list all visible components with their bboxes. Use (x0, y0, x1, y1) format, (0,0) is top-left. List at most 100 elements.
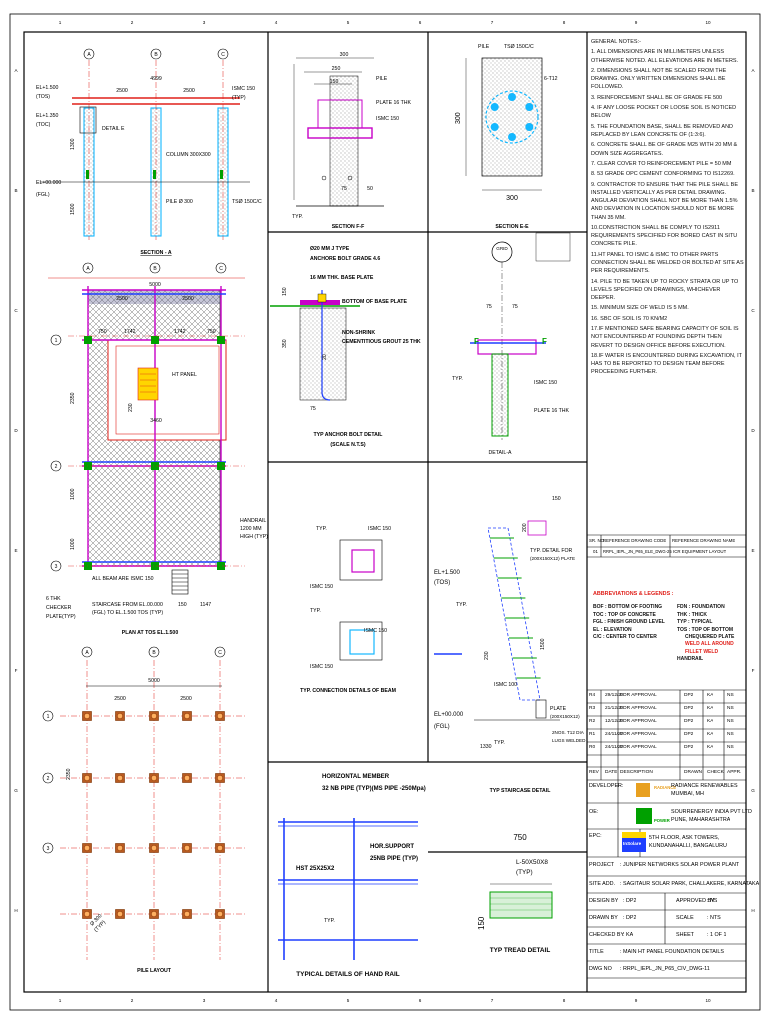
annotation-text: 25NB PIPE (TYP) (370, 856, 418, 862)
annotation-text: 75 (310, 406, 316, 412)
annotation-text: 150 (330, 79, 339, 85)
legend-item: FILLET WELD (685, 648, 719, 655)
annotation-text: PILE (376, 76, 388, 82)
annotation-text: ISMC 150 (534, 380, 557, 386)
note-item: 18.IF WATER IS ENCOUNTERED DURING EXCAVA… (591, 352, 742, 376)
abbreviations-title: ABBREVIATIONS & LEGENDS : (593, 591, 674, 597)
title-block: SR. NO. REFERENCE DRAWING CODE REFERENCE… (587, 535, 759, 992)
title-block-logos (622, 783, 652, 852)
epc-address-1: 5TH FLOOR, ASK TOWERS, (649, 835, 720, 841)
annotation-text: TYP. (456, 602, 467, 608)
ht-panel-lines (140, 373, 156, 393)
border-row-mark: A (14, 68, 18, 73)
annotation-text: PLATE (550, 706, 567, 712)
annotation-text: 350 (282, 339, 288, 348)
developer-logo: RADIANCE (654, 785, 677, 790)
legend-item: HANDRAIL (677, 656, 704, 663)
annotation-text: PLATE 16 THK (376, 100, 412, 106)
annotation-text: 150 (552, 496, 561, 502)
annotation-text: 75 (512, 304, 518, 310)
abbreviation-item: THK : THICK (677, 611, 707, 618)
border-col-mark: 2 (131, 998, 134, 1003)
annotation-text: HOR.SUPPORT (370, 844, 414, 850)
pile-circle (84, 845, 90, 851)
section-e-e (465, 57, 543, 191)
annotation-text: ISMC 150 (364, 628, 387, 634)
note-item: 16. SBC OF SOIL IS 70 KN/M2 (591, 315, 668, 322)
annotation-text: 1200 MM (240, 526, 262, 532)
note-item: 14. PILE TO BE TAKEN UP TO ROCKY STRATA … (591, 278, 739, 301)
revision-cell: NS (727, 719, 734, 724)
annotation-text: CHECKER (46, 605, 72, 611)
annotation-text: 750 (513, 833, 527, 842)
border-col-mark: 8 (563, 20, 566, 25)
revision-cell: 12/12/22 (605, 719, 624, 724)
grid-bubble-label: B (154, 52, 158, 58)
annotation-text: (TYP) (516, 869, 533, 876)
ht-panel-box (137, 367, 159, 401)
annotation-text: 2500 (183, 88, 195, 94)
section-e-title: SECTION E-E (495, 224, 529, 230)
border-col-mark: 9 (635, 998, 638, 1003)
pile-circle (84, 713, 90, 719)
border-row-mark: D (14, 428, 18, 433)
ref-header-sr: SR. NO. (589, 538, 606, 543)
developer-label: DEVELOPER: (589, 783, 624, 789)
annotation-text: PLATE 16 THK (534, 408, 570, 414)
annotation-text: 2500 (114, 696, 126, 702)
annotation-text: ANCHORE BOLT GRADE 4.6 (310, 256, 380, 262)
annotation-text: (200X150X12) (550, 714, 580, 719)
note-item: 11.HT PANEL TO ISMC & ISMC TO OTHER PART… (591, 251, 744, 275)
grid-bubble (42, 710, 54, 722)
annotation-text: 5000 (149, 282, 161, 288)
oe-city: PUNE, MAHARASHTRA (671, 817, 731, 823)
revision-header: DESCRIPTION (620, 770, 653, 775)
annotation-text: (FGL) TO EL.1.500 TOS (TYP) (92, 610, 163, 616)
border-col-mark: 10 (705, 20, 711, 25)
grid-bubble (82, 262, 94, 274)
revision-cell: R0 (589, 745, 596, 750)
plan-staircase (171, 569, 189, 595)
section-a-title: SECTION - A (140, 250, 171, 256)
detail-e-box (79, 106, 97, 134)
revision-cell: FOR APPROVAL (620, 732, 657, 737)
grid-bubble-label: C (219, 266, 223, 272)
pile-circle (117, 845, 123, 851)
border-col-mark: 6 (419, 20, 422, 25)
annotation-text: 1147 (200, 602, 211, 608)
annotation-text: 230 (128, 403, 134, 412)
connection-title: TYP. CONNECTION DETAILS OF BEAM (300, 688, 396, 694)
annotation-text: 16 MM THK. BASE PLATE (310, 275, 374, 281)
annotation-text: 2350 (66, 768, 72, 780)
design-by-label: DESIGN BY (589, 898, 619, 904)
revision-cell: NS (727, 732, 734, 737)
annotation-text: 230 (484, 651, 490, 660)
annotation-text: TYP. (292, 214, 303, 220)
annotation-text: 200 (522, 523, 528, 532)
rebar-circle (508, 133, 516, 141)
epc-logo: InSolare (623, 841, 642, 846)
annotation-text: EL+00.000 (434, 712, 464, 718)
detail-a-title: DETAIL-A (489, 450, 513, 456)
project-value: : JUNIPER NETWORKS SOLAR POWER PLANT (620, 862, 740, 868)
annotation-text: HORIZONTAL MEMBER (322, 774, 390, 780)
annotation-text: TYP. (316, 526, 327, 532)
grid-bubble-label: B (153, 266, 157, 272)
checked-label: CHECKED BY (589, 932, 625, 938)
revision-cell: KA (707, 719, 714, 724)
handrail-detail (278, 818, 418, 960)
border-row-mark: D (751, 428, 755, 433)
approved-value: : NS (707, 898, 718, 904)
annotation-text: 1742 (124, 329, 136, 335)
rebar-circle (490, 103, 499, 111)
annotation-text: COLUMN 300X300 (166, 152, 211, 158)
approved-label: APPROVED BY (676, 898, 715, 904)
revision-cell: KA (707, 693, 714, 698)
annotation-text: TSØ 150C/C (232, 199, 262, 205)
annotation-text: 750 (98, 329, 107, 335)
connection-details (339, 539, 383, 661)
revision-cell: 24/11/22 (605, 745, 624, 750)
drawn-by-label: DRAWN BY (589, 915, 618, 921)
